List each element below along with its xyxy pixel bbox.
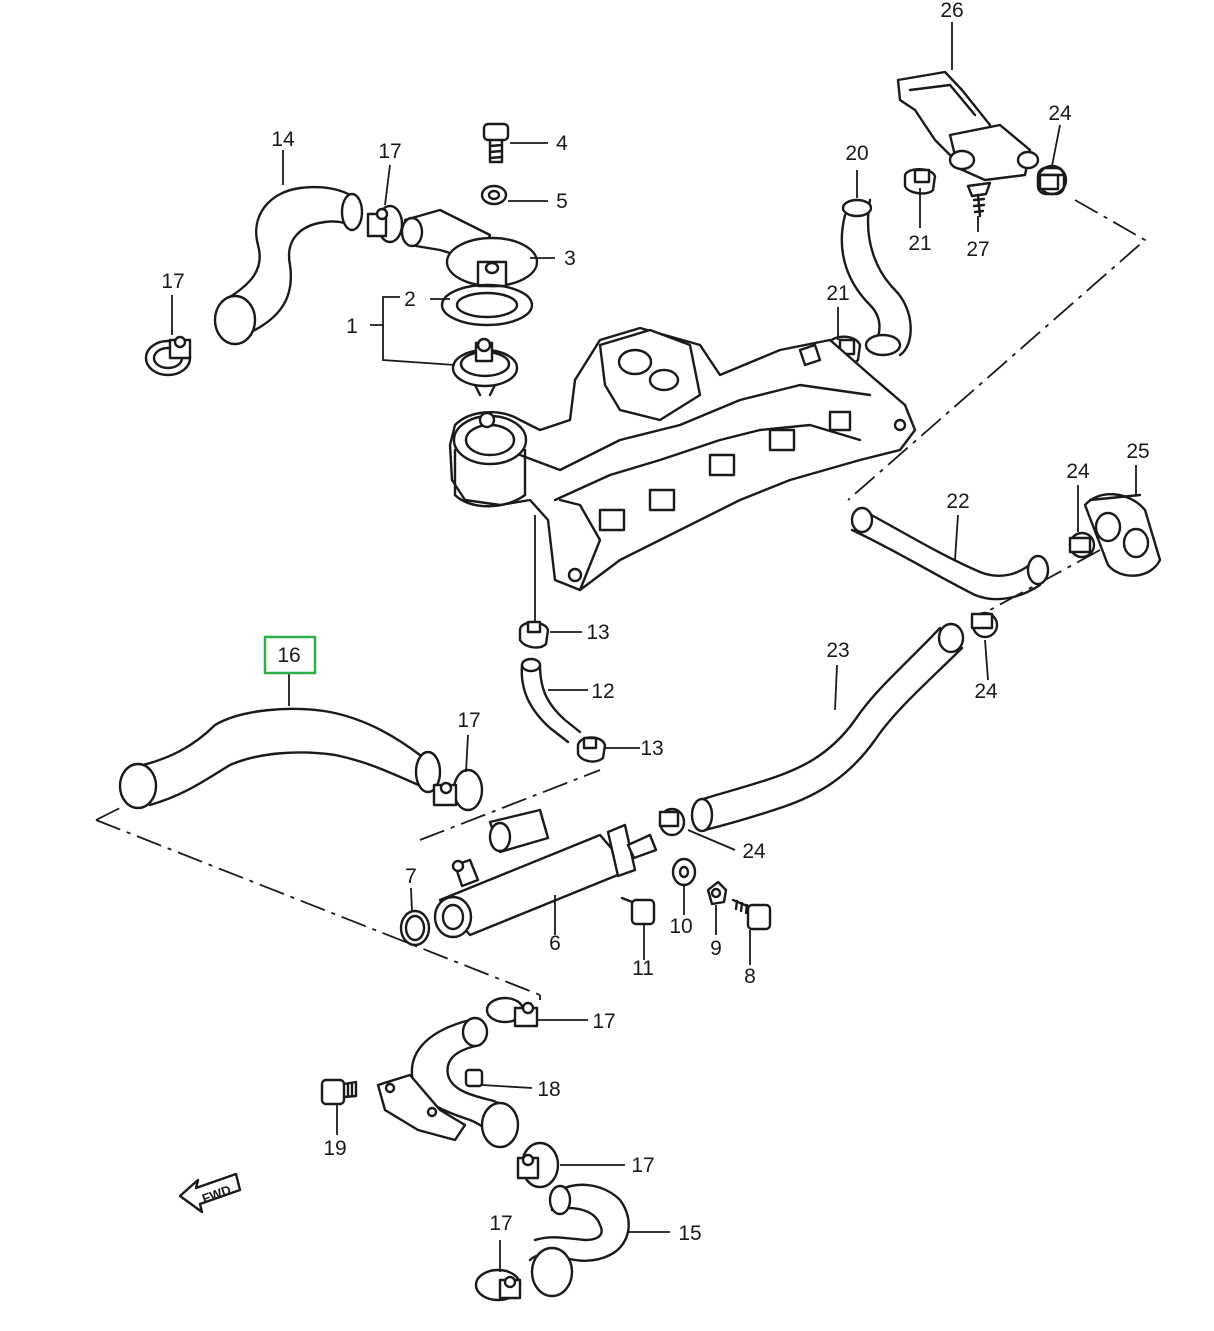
- hose-part-20: [840, 198, 912, 357]
- highlight-box: [263, 635, 317, 675]
- clamp-part-17-upper-left: [144, 335, 192, 377]
- callout-14: 14: [271, 128, 295, 151]
- clamp-part-17-upper-right: [366, 204, 404, 244]
- callout-22: 22: [946, 490, 969, 513]
- hose-part-15: [528, 1183, 630, 1298]
- callout-17-b: 17: [161, 270, 184, 293]
- screw-part-27: [966, 181, 992, 218]
- clamp-part-21-upper: [903, 168, 937, 195]
- callout-12: 12: [591, 680, 614, 703]
- o-ring-part-7: [399, 909, 431, 947]
- callout-23: 23: [826, 639, 849, 662]
- clamp-part-17-middle: [432, 768, 484, 812]
- hose-part-22: [850, 506, 1050, 601]
- callout-17-c: 17: [457, 709, 480, 732]
- callout-10: 10: [669, 915, 692, 938]
- clamp-part-24-right: [1068, 531, 1096, 559]
- thermostat-cap-part-3: [400, 208, 539, 288]
- thermostat-part-1: [451, 337, 519, 397]
- nut-part-9: [706, 880, 728, 906]
- callout-4: 4: [556, 132, 568, 155]
- washer-part-10: [671, 857, 697, 887]
- clamp-part-24-lower: [658, 807, 686, 837]
- hose-part-14: [213, 185, 364, 346]
- clamp-part-17-lower-3: [474, 1268, 522, 1302]
- callout-18: 18: [537, 1078, 560, 1101]
- callout-13-lower: 13: [640, 737, 663, 760]
- callout-21-lower: 21: [826, 282, 849, 305]
- callout-25: 25: [1126, 440, 1149, 463]
- callout-5: 5: [556, 190, 568, 213]
- leader-lines: [171, 22, 1137, 1272]
- callout-17-a: 17: [378, 140, 401, 163]
- bolt-part-11: [620, 896, 656, 926]
- callout-7: 7: [405, 865, 417, 888]
- callout-26: 26: [940, 0, 963, 22]
- callout-17-e: 17: [631, 1154, 654, 1177]
- callout-19: 19: [323, 1137, 346, 1160]
- callout-16: 16: [277, 644, 300, 667]
- callout-21-upper: 21: [908, 232, 931, 255]
- callout-24-mid: 24: [974, 680, 998, 703]
- clamp-part-24-upper: [1036, 164, 1068, 196]
- callout-27: 27: [966, 238, 989, 261]
- bolt-part-8: [731, 898, 772, 931]
- callout-20: 20: [845, 142, 868, 165]
- pipe-assembly-part-18: [376, 1016, 520, 1149]
- clamp-part-17-lower-1: [485, 996, 539, 1028]
- callout-6: 6: [549, 932, 561, 955]
- grommet-part-25: [1083, 492, 1162, 577]
- fwd-arrow-icon: FWD: [178, 1172, 242, 1214]
- hose-part-12: [520, 657, 582, 744]
- gasket-part-2: [440, 283, 534, 327]
- clamp-part-17-lower-2: [516, 1141, 560, 1189]
- callout-13-upper: 13: [586, 621, 609, 644]
- callout-17-d: 17: [592, 1010, 615, 1033]
- intake-manifold: [448, 326, 917, 592]
- hose-part-16: [118, 707, 442, 810]
- bolt-part-4: [482, 122, 510, 164]
- callouts: 26 24 20 21 27 14 17 4 5 3 17 2 1 21 24 …: [161, 0, 1149, 1245]
- callout-3: 3: [564, 247, 576, 270]
- water-pipe-part-6: [433, 808, 658, 939]
- bolt-part-19: [320, 1078, 358, 1106]
- callout-15: 15: [678, 1222, 701, 1245]
- callout-24-lower: 24: [742, 840, 766, 863]
- clamp-part-13-upper: [518, 620, 550, 649]
- hose-part-23: [690, 622, 965, 833]
- clamp-part-13-lower: [576, 736, 607, 763]
- callout-24-upper: 24: [1048, 102, 1072, 125]
- callout-11: 11: [632, 957, 654, 980]
- callout-17-f: 17: [489, 1212, 512, 1235]
- callout-24-right: 24: [1066, 460, 1090, 483]
- callout-1: 1: [346, 315, 358, 338]
- callout-2: 2: [404, 288, 416, 311]
- callout-9: 9: [710, 937, 722, 960]
- washer-part-5: [480, 184, 508, 206]
- callout-8: 8: [744, 965, 756, 988]
- clamp-part-24-mid: [970, 611, 999, 639]
